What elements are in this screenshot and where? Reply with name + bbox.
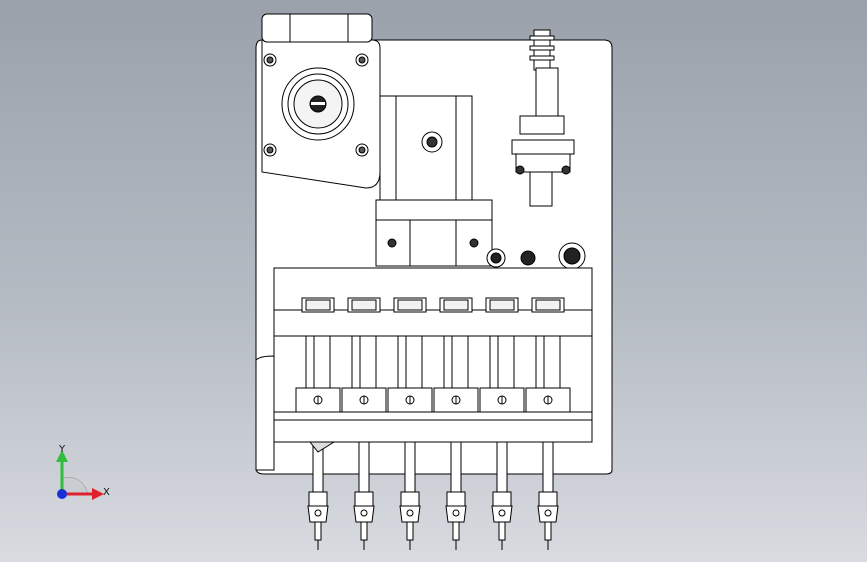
nozzle-shaft xyxy=(404,441,416,493)
nozzle-collar xyxy=(525,387,571,413)
nozzle-shaft xyxy=(542,441,554,493)
plate-hole xyxy=(520,250,536,266)
nozzle-shaft xyxy=(358,441,370,493)
x-axis-label: X xyxy=(103,487,110,498)
nozzle-barrel xyxy=(443,335,469,389)
sensor-body xyxy=(535,67,559,119)
nozzle-barrel xyxy=(305,335,331,389)
y-axis-label: Y xyxy=(59,444,66,455)
nozzle-shaft xyxy=(450,441,462,493)
nozzle-barrel xyxy=(351,335,377,389)
nozzle-shaft xyxy=(496,441,508,493)
coordinate-triad-icon xyxy=(40,438,120,518)
nozzle-barrel xyxy=(397,335,423,389)
nozzle-barrel xyxy=(489,335,515,389)
nozzle-barrel xyxy=(535,335,561,389)
